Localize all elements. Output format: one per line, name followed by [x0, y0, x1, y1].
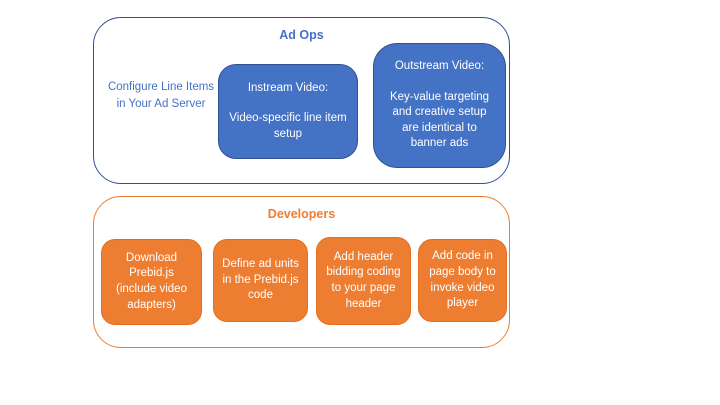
step-download-prebid-box: Download Prebid.js (include video adapte… — [101, 239, 202, 325]
step-download-prebid-label: Download Prebid.js (include video adapte… — [116, 251, 187, 311]
instream-video-box-body: Video-specific line item setup — [229, 112, 347, 140]
outstream-video-box: Outstream Video: Key-value targeting and… — [373, 43, 506, 168]
spacer — [229, 96, 347, 111]
step-add-page-body-code-label: Add code in page body to invoke video pl… — [429, 250, 496, 310]
outstream-video-box-body: Key-value targeting and creative setup a… — [389, 90, 490, 150]
instream-video-box: Instream Video: Video-specific line item… — [218, 64, 358, 159]
step-define-ad-units-box: Define ad units in the Prebid.js code — [213, 239, 308, 322]
step-add-page-body-code-box: Add code in page body to invoke video pl… — [418, 239, 507, 322]
step-define-ad-units-label: Define ad units in the Prebid.js code — [222, 258, 299, 302]
spacer — [384, 75, 495, 90]
step-add-header-bidding-box: Add header bidding coding to your page h… — [316, 237, 411, 325]
instream-video-box-title: Instream Video: — [247, 81, 329, 94]
developers-title: Developers — [267, 207, 336, 221]
developers-section: Developers Download Prebid.js (include v… — [93, 196, 510, 348]
ad-ops-section: Ad Ops Configure Line Items in Your Ad S… — [93, 17, 510, 184]
step-add-header-bidding-label: Add header bidding coding to your page h… — [326, 250, 401, 310]
configure-line-items-note: Configure Line Items in Your Ad Server — [107, 81, 215, 111]
ad-ops-title: Ad Ops — [279, 28, 324, 42]
outstream-video-box-title: Outstream Video: — [394, 60, 485, 73]
